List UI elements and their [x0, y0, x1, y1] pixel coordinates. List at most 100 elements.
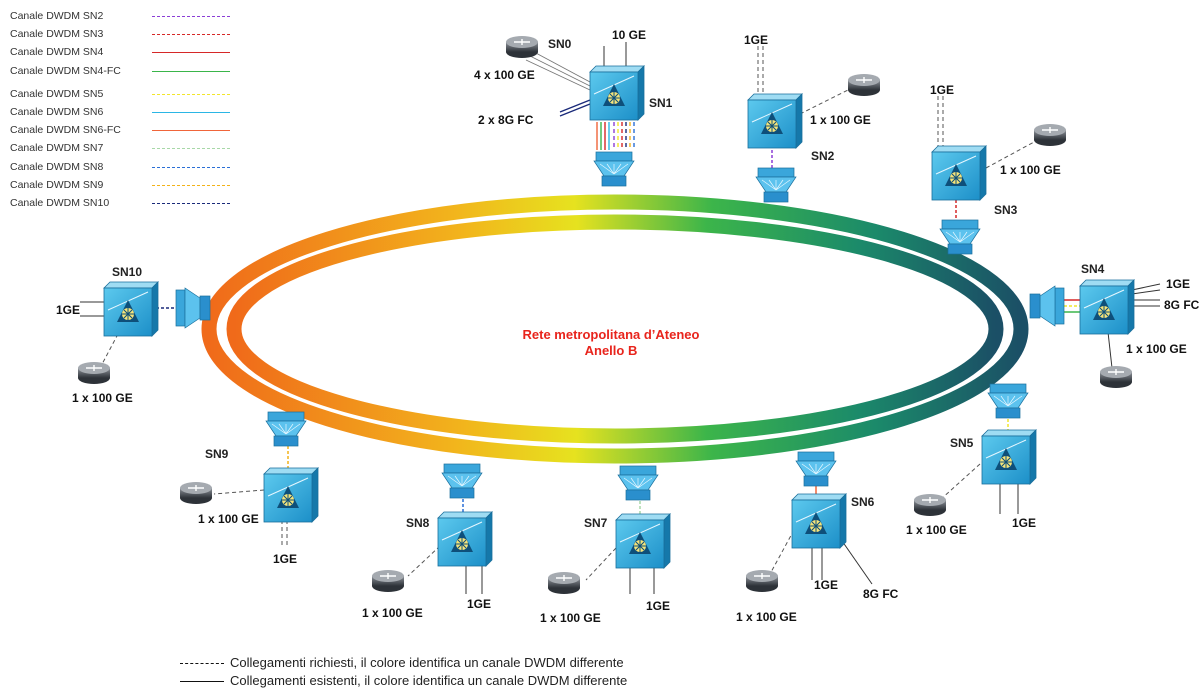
- link-sn10-100: 1 x 100 GE: [72, 391, 133, 405]
- label-sn0: SN0: [548, 37, 572, 51]
- switch-icon: [931, 145, 987, 201]
- legend-item: Canale DWDM SN6: [8, 104, 243, 122]
- legend-line-swatch: [152, 166, 230, 168]
- dashed-line-marker: [180, 663, 224, 665]
- switch-icon: [103, 281, 159, 337]
- link-sn10-1ge: 1GE: [56, 303, 80, 317]
- legend-line-swatch: [152, 70, 230, 72]
- switch-icon: [263, 467, 319, 523]
- link-sn5-100: 1 x 100 GE: [906, 523, 967, 537]
- legend-line-swatch: [152, 184, 230, 186]
- legend-label: Canale DWDM SN10: [10, 196, 110, 209]
- legend-item: Canale DWDM SN9: [8, 177, 243, 195]
- node-sn2: [747, 46, 881, 203]
- label-sn6: SN6: [851, 495, 875, 509]
- link-sn3-100: 1 x 100 GE: [1000, 163, 1061, 177]
- legend-label: Canale DWDM SN9: [10, 178, 104, 191]
- label-sn3: SN3: [994, 203, 1018, 217]
- node-sn7: [547, 465, 671, 595]
- switch-icon: [615, 513, 671, 569]
- dwdm-mux-icon: [617, 465, 659, 501]
- router-icon: [371, 569, 405, 593]
- link-sn4-1ge: 1GE: [1166, 277, 1190, 291]
- footer-dashed: Collegamenti richiesti, il colore identi…: [180, 655, 624, 670]
- legend-label: Canale DWDM SN6-FC: [10, 124, 121, 137]
- switch-icon: [791, 493, 847, 549]
- switch-icon: [747, 93, 803, 149]
- switch-icon: [1079, 279, 1135, 335]
- legend-line-swatch: [152, 148, 230, 150]
- link-sn1-10ge: 10 GE: [612, 28, 646, 42]
- link-sn7-100: 1 x 100 GE: [540, 611, 601, 625]
- label-sn1: SN1: [649, 96, 673, 110]
- dwdm-mux-icon: [441, 463, 483, 499]
- dwdm-mux-icon: [755, 167, 797, 203]
- router-icon: [1033, 123, 1067, 147]
- legend-item: Canale DWDM SN6-FC: [8, 122, 243, 140]
- link-sn9-100: 1 x 100 GE: [198, 512, 259, 526]
- link-sn9-1ge: 1GE: [273, 552, 297, 566]
- switch-icon: [437, 511, 493, 567]
- legend-label: Canale DWDM SN3: [10, 28, 104, 41]
- link-sn6-100: 1 x 100 GE: [736, 610, 797, 624]
- switch-icon: [981, 429, 1037, 485]
- legend-item: Canale DWDM SN7: [8, 140, 243, 158]
- label-sn9: SN9: [205, 447, 229, 461]
- link-sn8-1ge: 1GE: [467, 597, 491, 611]
- footer-solid: Collegamenti esistenti, il colore identi…: [180, 673, 627, 688]
- legend-label: Canale DWDM SN4-FC: [10, 64, 121, 77]
- legend-item: Canale DWDM SN5: [8, 86, 243, 104]
- label-sn7: SN7: [584, 516, 608, 530]
- node-sn1: [505, 35, 645, 187]
- router-icon: [505, 35, 539, 59]
- legend-line-swatch: [152, 202, 230, 204]
- link-sn1-4x100: 4 x 100 GE: [474, 68, 535, 82]
- legend-item: Canale DWDM SN4: [8, 44, 243, 62]
- link-sn7-1ge: 1GE: [646, 599, 670, 613]
- router-icon: [77, 361, 111, 385]
- legend-line-swatch: [152, 93, 230, 95]
- node-sn8: [371, 463, 493, 594]
- router-icon: [745, 569, 779, 593]
- legend-line-swatch: [152, 52, 230, 54]
- legend-label: Canale DWDM SN4: [10, 46, 104, 59]
- dwdm-mux-icon: [1029, 285, 1065, 327]
- dwdm-mux-icon: [987, 383, 1029, 419]
- dwdm-mux-icon: [593, 151, 635, 187]
- legend-item: Canale DWDM SN3: [8, 26, 243, 44]
- switch-icon: [589, 65, 645, 121]
- link-sn6-8gfc: 8G FC: [863, 587, 899, 601]
- router-icon: [1099, 365, 1133, 389]
- label-sn2: SN2: [811, 149, 835, 163]
- router-icon: [179, 481, 213, 505]
- ring: [201, 194, 1029, 464]
- label-sn4: SN4: [1081, 262, 1105, 276]
- node-sn3: [931, 96, 1067, 255]
- link-sn5-1ge: 1GE: [1012, 516, 1036, 530]
- link-sn1-2x8fc: 2 x 8G FC: [478, 113, 534, 127]
- legend-line-swatch: [152, 16, 230, 17]
- node-sn4: [1029, 279, 1161, 389]
- link-sn3-1ge: 1GE: [930, 83, 954, 97]
- router-icon: [913, 493, 947, 517]
- router-icon: [847, 73, 881, 97]
- legend-line-swatch: [152, 34, 230, 36]
- legend-line-swatch: [152, 130, 230, 132]
- legend-label: Canale DWDM SN7: [10, 142, 104, 155]
- legend-label: Canale DWDM SN6: [10, 105, 104, 118]
- node-sn6: [745, 451, 873, 593]
- dwdm-mux-icon: [795, 451, 837, 487]
- router-icon: [547, 571, 581, 595]
- link-sn8-100: 1 x 100 GE: [362, 606, 423, 620]
- legend-label: Canale DWDM SN8: [10, 160, 104, 173]
- link-sn2-1ge: 1GE: [744, 33, 768, 47]
- legend-label: Canale DWDM SN5: [10, 87, 104, 100]
- legend-label: Canale DWDM SN2: [10, 10, 104, 22]
- link-sn4-8gfc: 8G FC: [1164, 298, 1200, 312]
- legend-line-swatch: [152, 111, 230, 113]
- node-sn9: [179, 411, 319, 548]
- legend-item: Canale DWDM SN8: [8, 159, 243, 177]
